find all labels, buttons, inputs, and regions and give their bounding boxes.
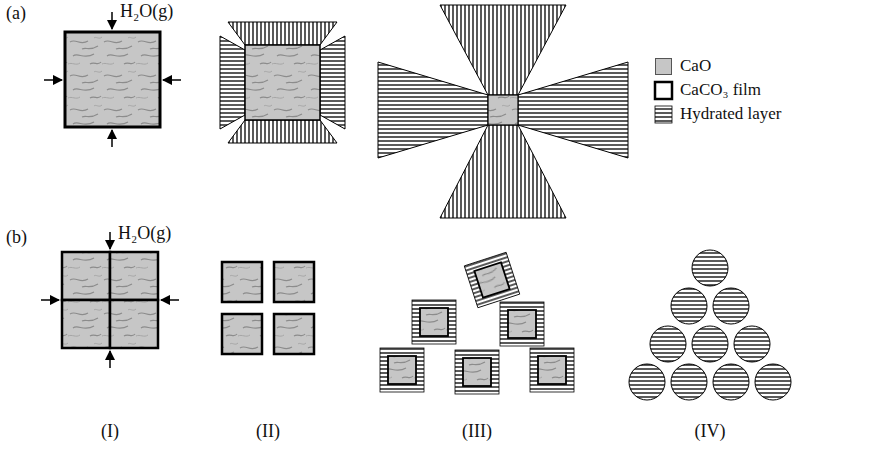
panel-label: (a) xyxy=(6,4,26,24)
legend-swatch xyxy=(655,58,672,75)
stage-label: (III) xyxy=(462,422,492,442)
legend-text: CaO xyxy=(680,57,711,76)
stage-label: (IV) xyxy=(695,422,726,442)
legend-text: CaCO₃ film xyxy=(680,81,761,100)
reactant-label: H₂O(g) xyxy=(118,224,171,244)
panel-label: (b) xyxy=(6,228,27,248)
stage-label: (II) xyxy=(256,422,280,442)
stage-label: (I) xyxy=(101,422,119,442)
legend-text: Hydrated layer xyxy=(680,105,781,124)
reactant-label: H₂O(g) xyxy=(120,2,173,22)
